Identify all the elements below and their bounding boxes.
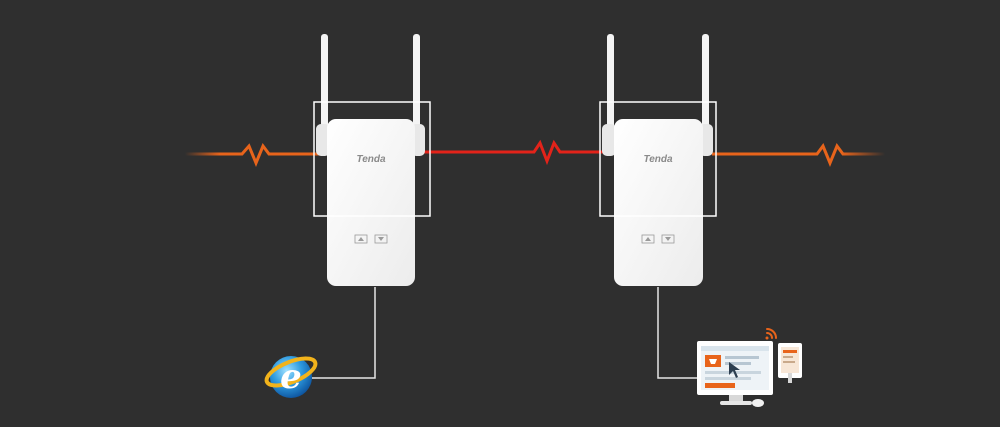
- brand-logo: Tenda: [356, 154, 386, 165]
- device-body: [327, 119, 415, 286]
- desktop-computer-icon: [697, 341, 773, 407]
- ethernet-cable-right: [657, 287, 700, 379]
- antenna-left: [607, 34, 614, 144]
- antenna-base-left: [602, 124, 616, 156]
- antenna-base-left: [316, 124, 330, 156]
- tablet-icon: [778, 343, 802, 383]
- wifi-button: [374, 234, 388, 244]
- antenna-right: [413, 34, 420, 144]
- device-body: [614, 119, 703, 286]
- pair-button: [641, 234, 655, 244]
- powerline-internal: [418, 139, 612, 166]
- highlight-frame: [599, 101, 717, 217]
- home-icon: [358, 237, 364, 241]
- powerline-left-external: [185, 142, 325, 167]
- powerline-adapter-right: Tenda: [599, 34, 717, 286]
- pair-button: [354, 234, 368, 244]
- antenna-left: [321, 34, 328, 144]
- highlight-frame: [313, 101, 431, 217]
- wifi-signal-icon: [765, 328, 777, 340]
- brand-logo: Tenda: [643, 154, 673, 165]
- internet-explorer-icon: e: [264, 356, 318, 398]
- powerline-right-external: [712, 142, 885, 167]
- wifi-indicator-icon: [665, 237, 671, 241]
- wifi-indicator-icon: [378, 237, 384, 241]
- home-icon: [645, 237, 651, 241]
- svg-text:e: e: [280, 357, 302, 397]
- powerline-adapter-left: Tenda: [313, 34, 431, 286]
- wifi-button: [661, 234, 675, 244]
- antenna-right: [702, 34, 709, 144]
- ethernet-cable-left: [312, 287, 376, 379]
